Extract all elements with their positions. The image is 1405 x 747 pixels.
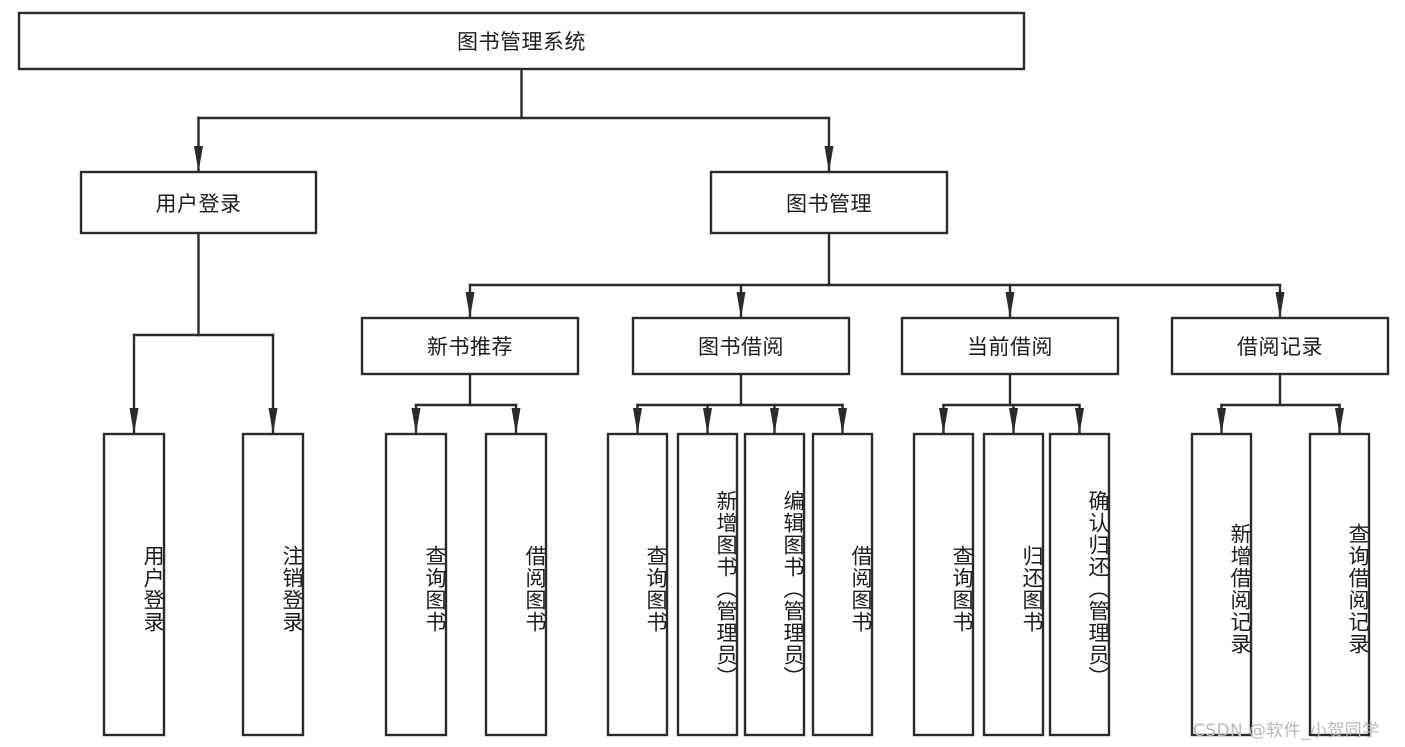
arrow-head-icon [703, 408, 712, 434]
arrow-head-icon [1075, 408, 1084, 434]
node-box-user-login[interactable] [79, 170, 318, 235]
node-box-current-borrow[interactable] [900, 316, 1120, 376]
node-rect-layer [17, 11, 1390, 737]
arrow-head-icon [411, 408, 421, 434]
connector-layer [129, 67, 1344, 436]
node-box-leaf-add-book[interactable] [676, 432, 739, 737]
arrow-head-icon [736, 292, 746, 318]
node-box-borrow-record[interactable] [1170, 316, 1390, 376]
node-box-leaf-borrow-book-2[interactable] [811, 432, 874, 737]
arrow-head-icon [465, 292, 475, 318]
arrow-head-icon [838, 408, 847, 434]
node-box-leaf-query-book-1[interactable] [384, 432, 448, 737]
arrow-head-icon [1335, 408, 1344, 434]
node-box-leaf-query-book-2[interactable] [606, 432, 669, 737]
node-box-leaf-confirm-return[interactable] [1048, 432, 1111, 737]
arrow-head-icon [1275, 292, 1285, 318]
node-box-leaf-add-record[interactable] [1190, 432, 1253, 737]
node-box-leaf-return-book[interactable] [982, 432, 1045, 737]
arrow-head-icon [194, 146, 203, 172]
arrow-head-icon [1217, 408, 1226, 434]
arrow-head-icon [511, 408, 521, 434]
node-box-leaf-query-book-3[interactable] [912, 432, 975, 737]
node-box-leaf-edit-book[interactable] [743, 432, 806, 737]
node-box-leaf-borrow-book-1[interactable] [484, 432, 548, 737]
arrow-head-icon [770, 408, 779, 434]
arrow-head-icon [939, 408, 948, 434]
node-box-leaf-user-logout[interactable] [241, 432, 305, 737]
csdn-watermark: CSDN @软件_小贺同学 [1193, 721, 1380, 741]
node-box-leaf-query-record[interactable] [1308, 432, 1371, 737]
node-box-book-manage[interactable] [709, 170, 949, 235]
arrow-head-icon [1005, 292, 1015, 318]
node-box-book-borrow[interactable] [631, 316, 851, 376]
arrow-head-icon [1009, 408, 1018, 434]
arrow-head-icon [129, 408, 139, 434]
node-box-leaf-user-login[interactable] [102, 432, 166, 737]
arrow-head-icon [633, 408, 642, 434]
node-box-new-book-rec[interactable] [360, 316, 580, 376]
arrow-head-icon [824, 146, 834, 172]
arrow-head-icon [268, 408, 278, 434]
node-box-root[interactable] [17, 11, 1026, 71]
